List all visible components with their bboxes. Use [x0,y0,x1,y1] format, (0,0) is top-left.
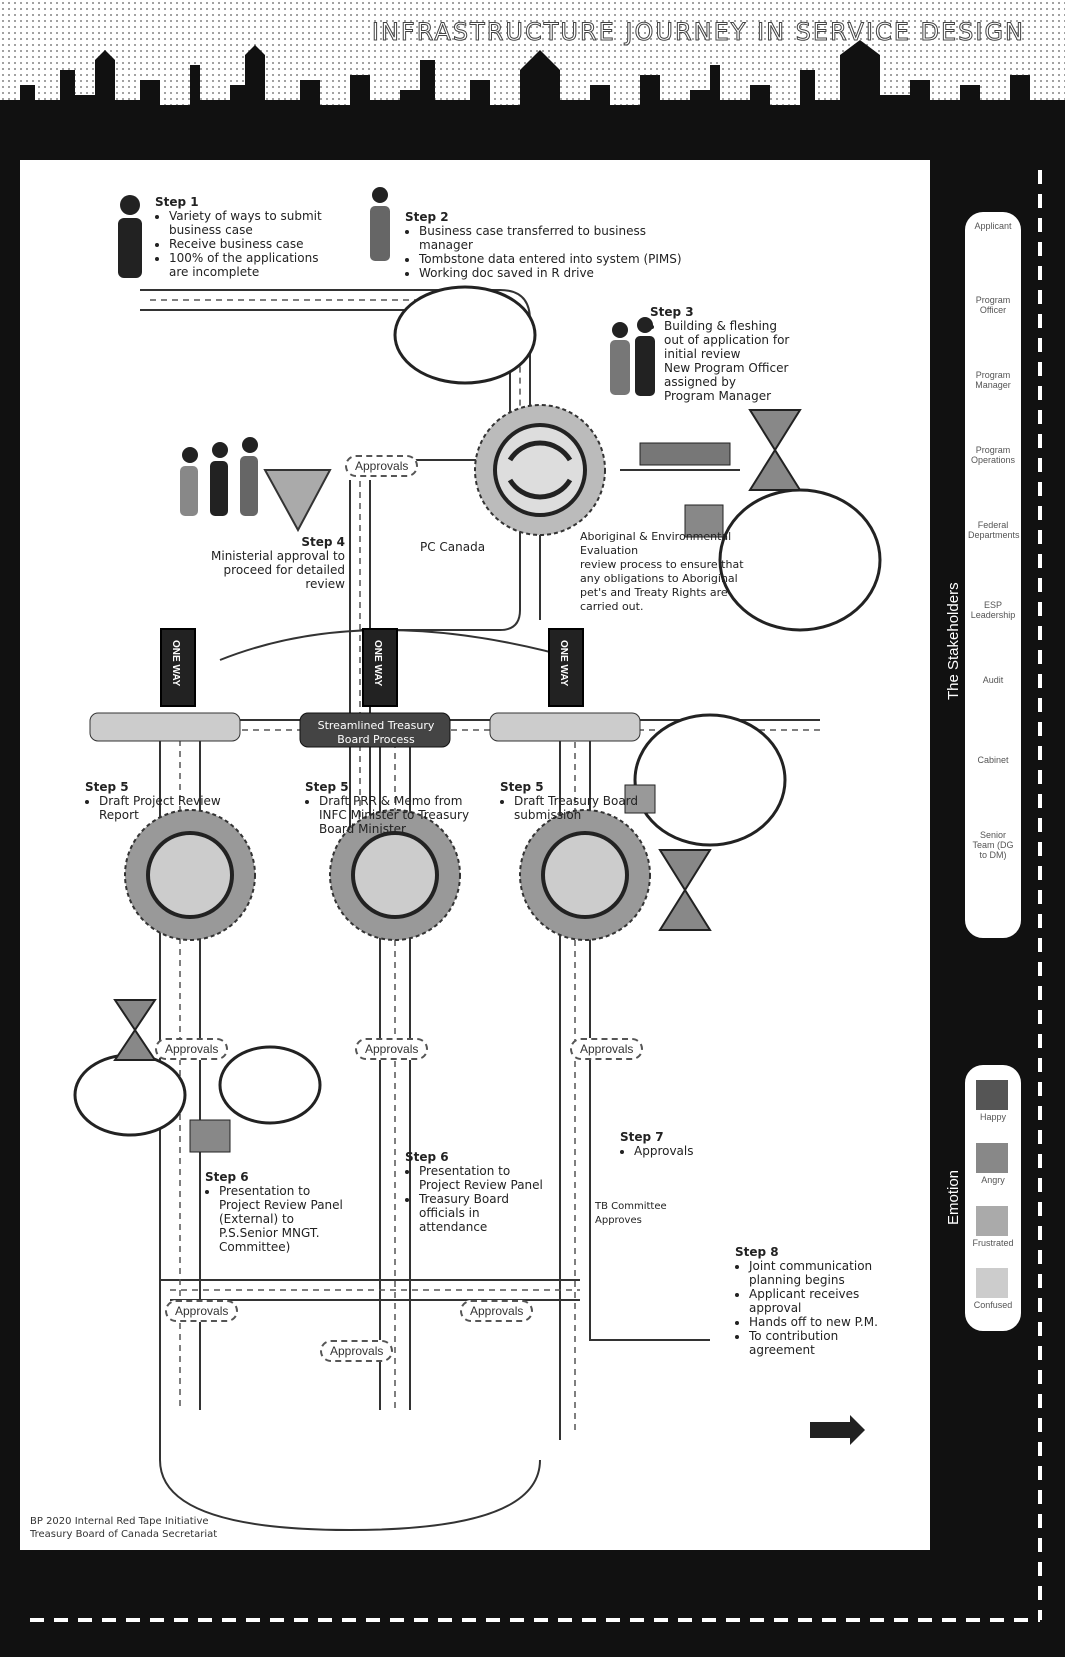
stakeholder-label: Program Officer [975,295,1011,315]
emotion-label: Angry [981,1175,1005,1185]
approvals-label: Approvals [460,1300,534,1322]
approvals-label: Approvals [355,1038,429,1060]
cycle-icon [474,404,606,536]
step-5-submission: Step 5 Draft Treasury Board submission [500,780,650,822]
emotion-square [684,504,724,538]
speech-bubble [393,285,537,385]
step-6-panel: Step 6 Presentation to Project Review Pa… [405,1150,545,1234]
speech-bubble [73,1053,187,1137]
stakeholder-label: Cabinet [977,755,1009,765]
journey-panel: Step 1 Variety of ways to submit busines… [20,160,930,1550]
process-box [489,712,641,742]
speech-bubble [218,1045,322,1125]
one-way-sign: ONE WAY [160,628,196,707]
arrow-right-icon [810,1415,865,1445]
emotion-label: Happy [979,1112,1006,1122]
step-2: Step 2 Business case transferred to busi… [405,210,695,280]
emotion-label: Confused [973,1300,1013,1310]
emotion-swatch [976,1206,1008,1236]
stakeholder-label: Senior Team (DG to DM) [972,830,1014,860]
approvals-label: Approvals [570,1038,644,1060]
emotion-title: Emotion [945,1169,962,1225]
status-bar [639,442,731,466]
streamlined-box [299,712,451,748]
city-skyline [0,40,1065,130]
tb-committee-label: TB Committee Approves [595,1201,667,1226]
approvals-label: Approvals [320,1340,394,1362]
approval-triangle [263,469,332,533]
stakeholders-panel: Applicant Program Officer Program Manage… [965,212,1021,938]
streamlined-label: Streamlined Treasury Board Process [317,719,435,746]
one-way-sign: ONE WAY [362,628,398,707]
approvals-label: Approvals [345,455,419,477]
step-5-memo: Step 5 Draft PRR & Memo from INFC Minist… [305,780,480,836]
emotion-label: Frustrated [972,1238,1014,1248]
stakeholder-label: ESP Leadership [970,600,1016,620]
step-6-external: Step 6 Presentation to Project Review Pa… [205,1170,355,1254]
stakeholder-label: Federal Departments [968,520,1020,540]
approvals-label: Approvals [155,1038,229,1060]
pc-canada-label: PC Canada [420,540,486,554]
hourglass-icon [113,409,802,1061]
step-7: Step 7 Approvals [620,1130,740,1158]
step-8: Step 8 Joint communication planning begi… [735,1245,885,1357]
emotion-swatch [976,1080,1008,1110]
emotion-panel: Happy Angry Frustrated Confused [965,1065,1021,1331]
cycle-icon [329,809,461,941]
emotion-square [624,784,656,814]
approvals-label: Approvals [165,1300,239,1322]
emotion-swatch [976,1143,1008,1173]
aboriginal-evaluation: Aboriginal & Environmental Evaluation re… [580,530,744,613]
page-title: INFRASTRUCTURE JOURNEY IN SERVICE DESIGN [371,18,1025,47]
stakeholder-label: Applicant [974,221,1012,231]
cycle-icon [124,809,256,941]
step-4: Step 4 Ministerial approval to proceed f… [211,535,345,591]
step-3: Step 3 Building & fleshing out of applic… [650,305,790,403]
person-icons [118,187,655,516]
speech-bubble [633,713,787,847]
step-1: Step 1 Variety of ways to submit busines… [155,195,335,279]
stakeholder-label: Program Manager [975,370,1011,390]
journey-paths [73,187,882,1532]
stakeholder-label: Audit [982,675,1004,685]
emotion-swatch [976,1268,1008,1298]
one-way-sign: ONE WAY [548,628,584,707]
footer-credit: BP 2020 Internal Red Tape Initiative Tre… [30,1516,218,1540]
stakeholder-label: Program Operations [970,445,1016,465]
emotion-square [189,1119,231,1153]
step-5-report: Step 5 Draft Project Review Report [85,780,235,822]
stakeholders-title: The Stakeholders [945,582,962,700]
cycle-icon [519,809,651,941]
process-box [89,712,241,742]
